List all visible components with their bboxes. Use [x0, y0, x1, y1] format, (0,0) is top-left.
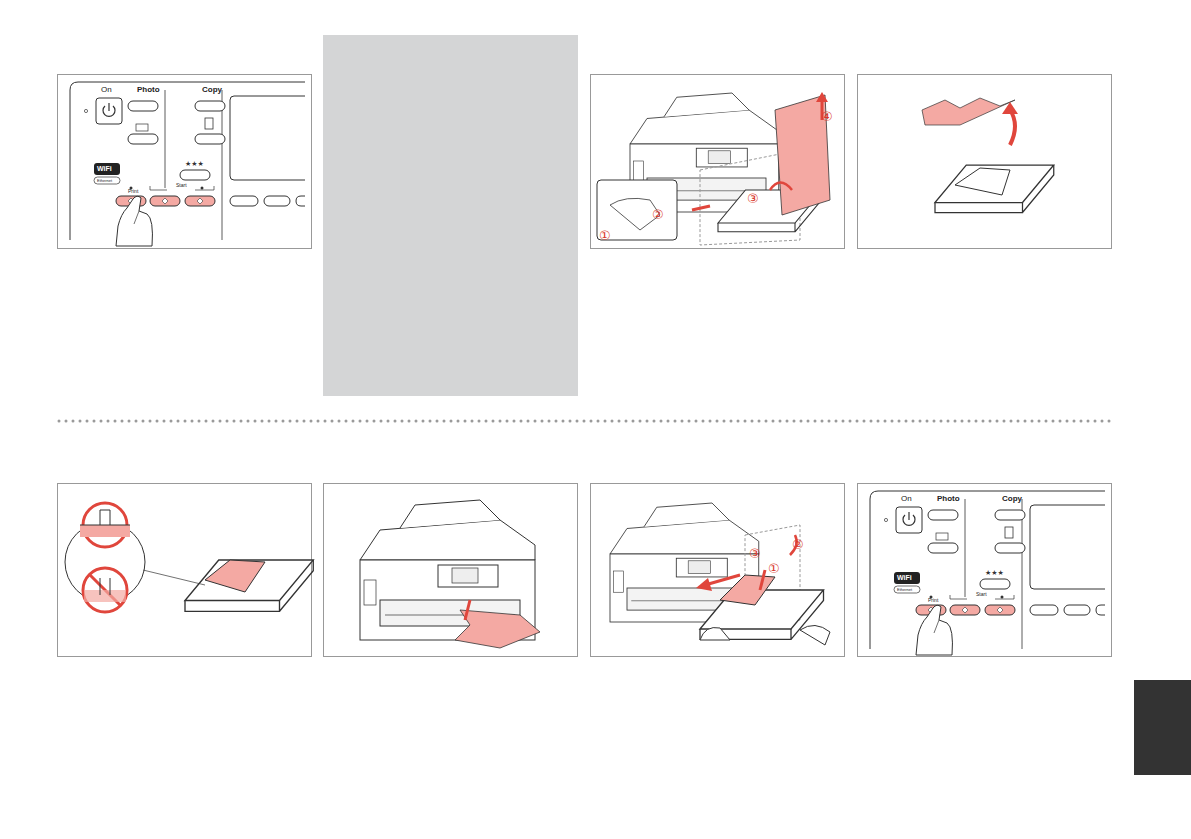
callout-number: ② — [652, 208, 664, 221]
callout-number: ② — [792, 538, 804, 551]
callout-number: ① — [768, 562, 780, 575]
button-label: Print — [128, 189, 138, 194]
button-label: Print — [928, 598, 938, 603]
wifi-badge: WiFi — [897, 574, 912, 581]
button-label: Copy — [202, 86, 222, 94]
wifi-badge: WiFi — [97, 165, 112, 172]
button-label: On — [901, 495, 912, 503]
callout-number: ③ — [747, 192, 759, 205]
button-label: Ethernet — [97, 179, 112, 183]
button-label: Start — [176, 183, 187, 188]
button-label: On — [101, 86, 112, 94]
button-label: Photo — [937, 495, 960, 503]
button-label: Copy — [1002, 495, 1022, 503]
callout-number: ① — [599, 229, 611, 242]
button-label: Start — [976, 592, 987, 597]
callout-number: ③ — [749, 547, 761, 560]
callout-number: ④ — [821, 110, 833, 123]
button-label: Ethernet — [897, 588, 912, 592]
button-label: Photo — [137, 86, 160, 94]
